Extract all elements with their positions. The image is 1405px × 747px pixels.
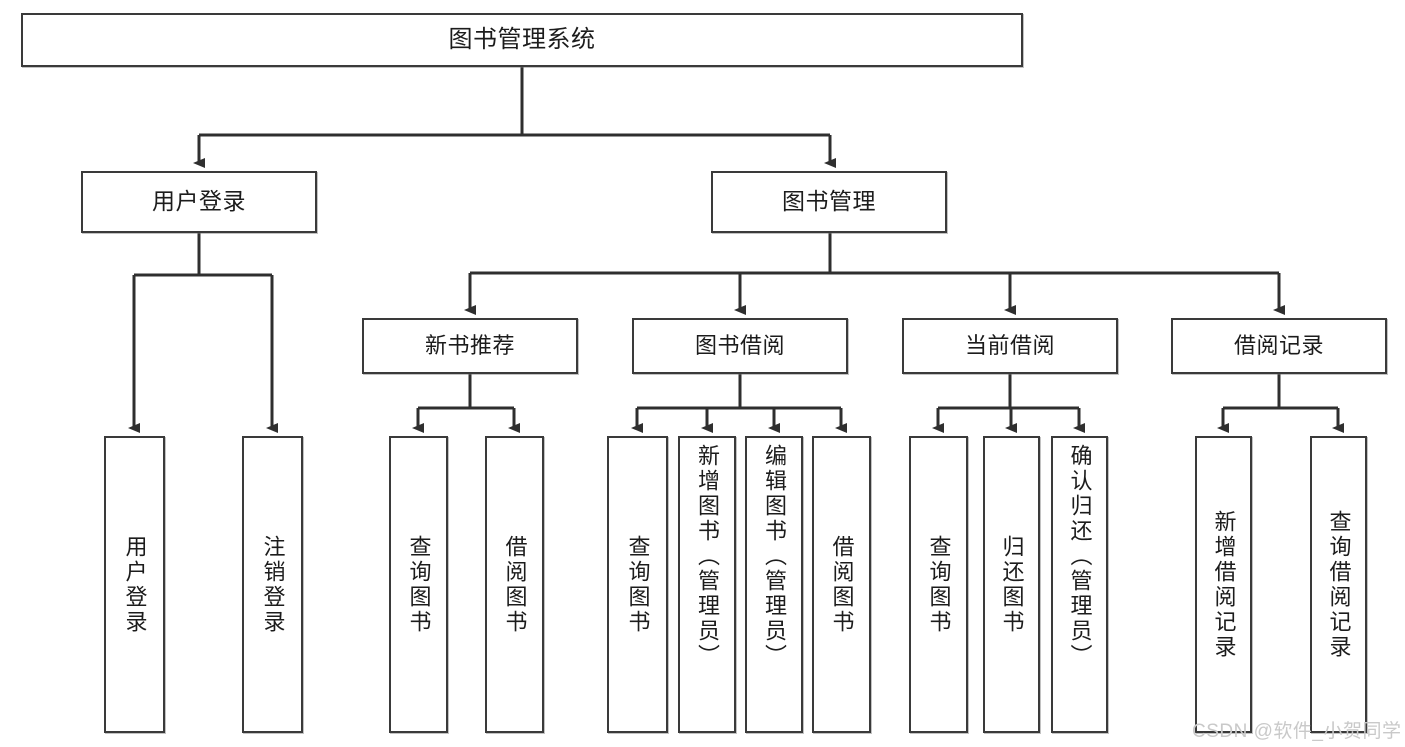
node-user-login[interactable]: 用户登录 (81, 171, 317, 233)
node-leaf-user-logout[interactable]: 注销登录 (242, 436, 303, 733)
node-leaf-query-book-3[interactable]: 查询图书 (909, 436, 968, 733)
watermark: CSDN @软件_小贺同学 (1192, 721, 1402, 742)
node-root[interactable]: 图书管理系统 (21, 13, 1023, 67)
node-leaf-query-book-3-label: 查询图书 (926, 534, 952, 635)
node-leaf-borrow-book-1-label: 借阅图书 (502, 534, 528, 635)
node-book-manage[interactable]: 图书管理 (711, 171, 947, 233)
node-leaf-add-book[interactable]: 新增图书（管理员） (678, 436, 736, 733)
node-book-manage-label: 图书管理 (782, 188, 876, 215)
node-borrow-record-label: 借阅记录 (1233, 333, 1324, 359)
node-leaf-user-login[interactable]: 用户登录 (104, 436, 165, 733)
node-leaf-query-record[interactable]: 查询借阅记录 (1310, 436, 1367, 733)
node-leaf-user-login-label: 用户登录 (122, 534, 148, 635)
node-book-borrow[interactable]: 图书借阅 (632, 318, 848, 374)
node-leaf-query-book-1-label: 查询图书 (406, 534, 432, 635)
node-leaf-add-record-label: 新增借阅记录 (1211, 509, 1237, 660)
node-leaf-confirm-return[interactable]: 确认归还（管理员） (1051, 436, 1108, 733)
node-leaf-borrow-book-2[interactable]: 借阅图书 (812, 436, 871, 733)
node-leaf-query-record-label: 查询借阅记录 (1326, 509, 1352, 660)
node-leaf-borrow-book-2-label: 借阅图书 (829, 534, 855, 635)
node-book-borrow-label: 图书借阅 (694, 333, 785, 359)
node-new-book-recommend[interactable]: 新书推荐 (362, 318, 578, 374)
node-leaf-confirm-return-label: 确认归还（管理员） (1067, 444, 1093, 669)
node-leaf-query-book-1[interactable]: 查询图书 (389, 436, 448, 733)
node-leaf-borrow-book-1[interactable]: 借阅图书 (485, 436, 544, 733)
node-leaf-return-book-label: 归还图书 (999, 534, 1025, 635)
node-root-label: 图书管理系统 (448, 25, 596, 53)
node-leaf-query-book-2-label: 查询图书 (625, 534, 651, 635)
node-borrow-record[interactable]: 借阅记录 (1171, 318, 1387, 374)
node-leaf-add-book-label: 新增图书（管理员） (695, 444, 720, 669)
node-user-login-label: 用户登录 (152, 188, 246, 215)
node-current-borrow-label: 当前借阅 (964, 333, 1055, 359)
node-leaf-return-book[interactable]: 归还图书 (983, 436, 1040, 733)
node-new-book-recommend-label: 新书推荐 (424, 333, 515, 359)
node-current-borrow[interactable]: 当前借阅 (902, 318, 1118, 374)
node-leaf-add-record[interactable]: 新增借阅记录 (1195, 436, 1252, 733)
node-leaf-query-book-2[interactable]: 查询图书 (607, 436, 668, 733)
node-leaf-edit-book[interactable]: 编辑图书（管理员） (745, 436, 803, 733)
node-leaf-edit-book-label: 编辑图书（管理员） (762, 444, 787, 669)
node-leaf-user-logout-label: 注销登录 (260, 534, 286, 635)
